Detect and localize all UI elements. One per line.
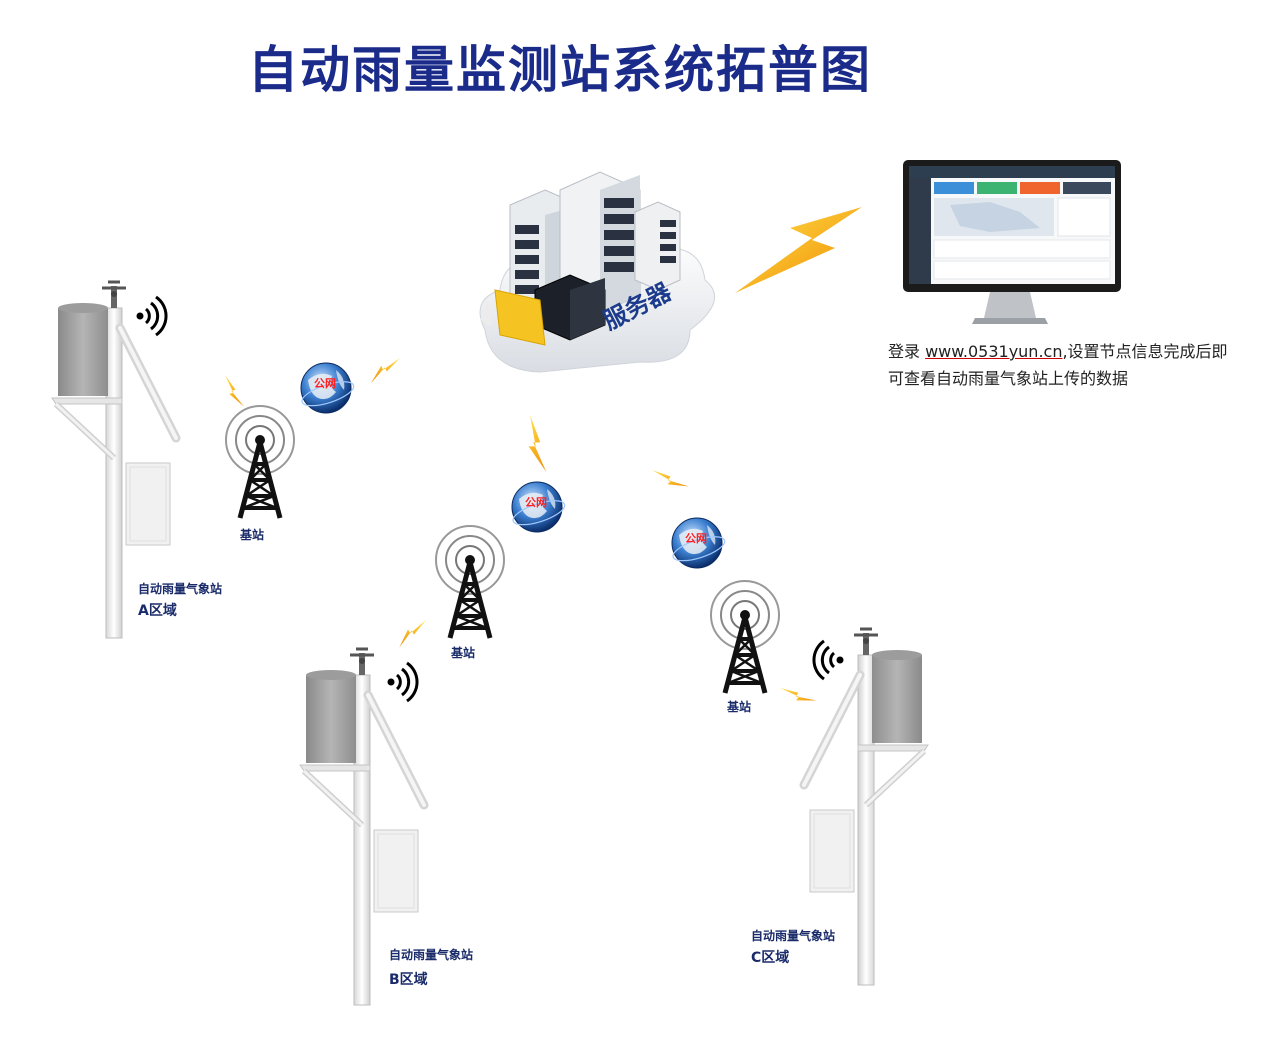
base-station-label: 基站 (451, 646, 476, 660)
wifi-signal-icon (135, 295, 168, 337)
wifi-signal-icon (386, 661, 419, 703)
tower-icon (436, 526, 504, 638)
monitor-note-line2: 可查看自动雨量气象站上传的数据 (888, 369, 1129, 388)
lightning-icon (367, 358, 404, 384)
lightning-server-monitor (735, 207, 862, 293)
server-cluster (479, 171, 715, 373)
lightning-icon (516, 415, 560, 473)
lightning-icon (225, 375, 244, 407)
lightning-icon (394, 620, 432, 648)
tower-icon (711, 581, 779, 693)
station-c-region: C区域 (751, 950, 790, 966)
tower-icon (226, 406, 294, 518)
public-network-label: 公网 (314, 377, 336, 390)
station-b-region: B区域 (389, 972, 428, 988)
website-link[interactable]: www.0531yun.cn (925, 342, 1063, 361)
wifi-signal-icon (812, 639, 845, 681)
station-c-name: 自动雨量气象站 (751, 929, 836, 943)
monitor (903, 160, 1121, 324)
base-station-label: 基站 (240, 528, 265, 542)
note-line1-rest: ,设置节点信息完成后即 (1062, 342, 1228, 361)
monitor-note: 登录 www.0531yun.cn,设置节点信息完成后即 可查看自动雨量气象站上… (888, 338, 1258, 392)
lightning-icon (780, 675, 817, 714)
public-network-label: 公网 (685, 532, 707, 545)
station-b-name: 自动雨量气象站 (389, 948, 474, 962)
public-network-label: 公网 (525, 496, 547, 509)
diagram-title: 自动雨量监测站系统拓普图 (248, 40, 872, 99)
station-a-region: A区域 (138, 603, 177, 619)
note-prefix: 登录 (888, 342, 926, 361)
monitor-note-line1: 登录 www.0531yun.cn,设置节点信息完成后即 (888, 338, 1258, 365)
lightning-icon (652, 458, 689, 499)
station-a-name: 自动雨量气象站 (138, 582, 223, 596)
base-station-label: 基站 (727, 700, 752, 714)
